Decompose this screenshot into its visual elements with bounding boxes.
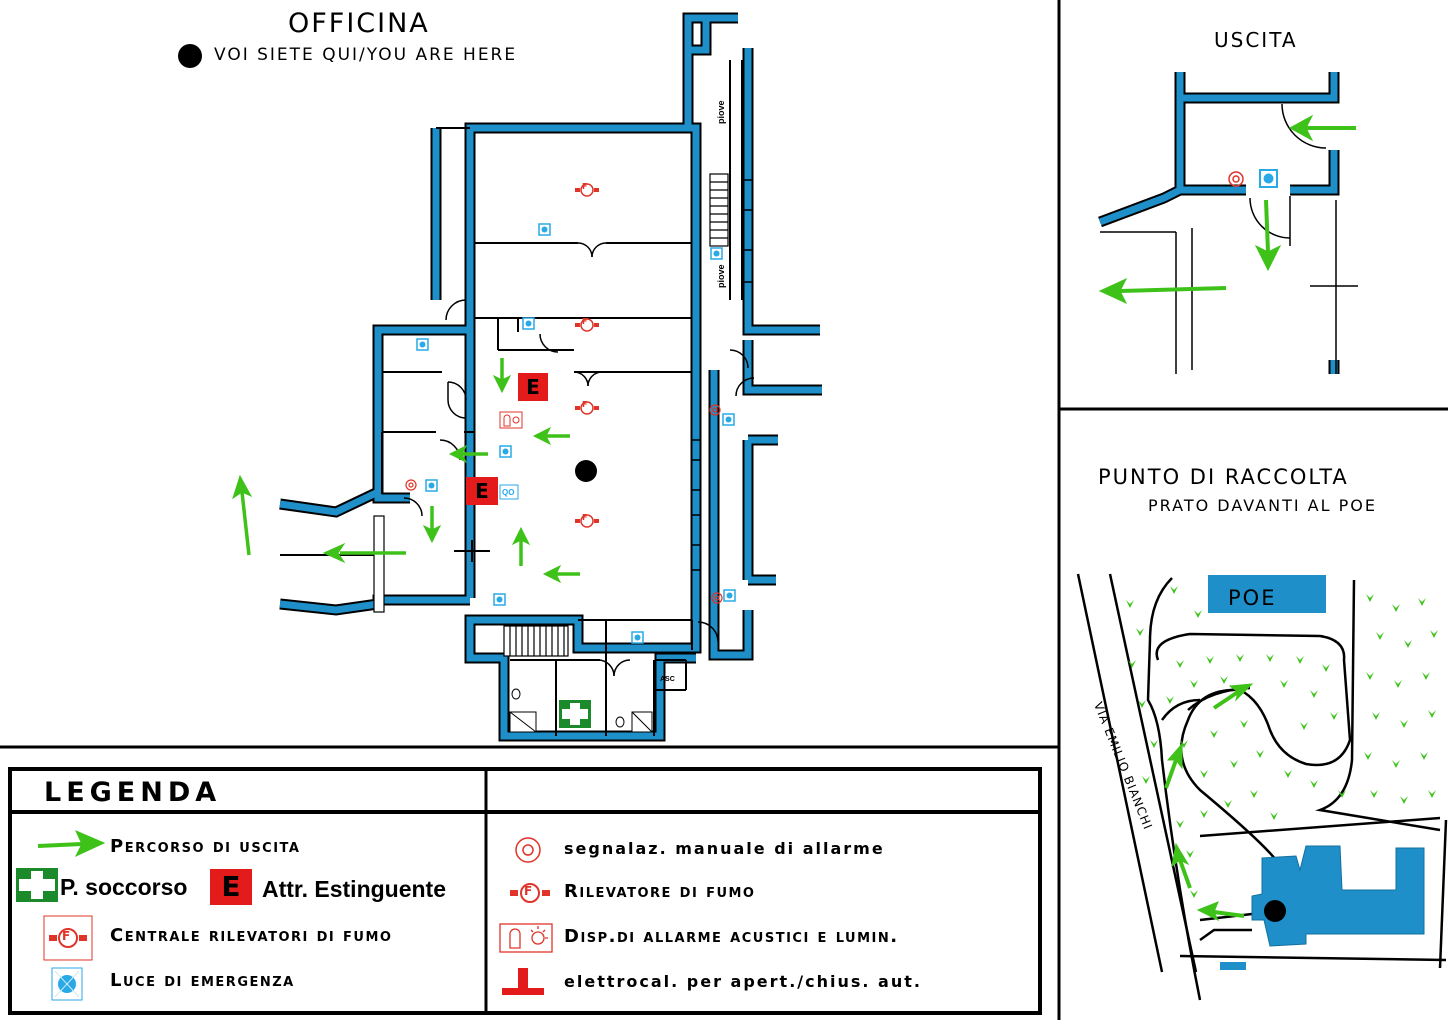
legend-manual-alarm-icon <box>515 837 541 863</box>
you-are-here-label: VOI SIETE QUI/YOU ARE HERE <box>214 45 518 65</box>
legend-emergency-light: Luce di emergenza <box>110 970 295 991</box>
legend-alarm-device-icon <box>499 923 553 953</box>
legend-smoke-detector-f: F <box>524 884 533 898</box>
legend-exit-arrow <box>37 830 106 858</box>
legend-door-magnet-icon <box>502 968 544 995</box>
assembly-point-marker <box>1264 900 1286 922</box>
main-building <box>1251 845 1425 947</box>
legend-exit-path: Percorso di uscita <box>110 836 301 857</box>
piove-label-1: piove <box>716 100 726 124</box>
raccolta-subtitle: PRATO DAVANTI AL POE <box>1148 496 1377 515</box>
elevator-label: ASC <box>660 676 675 683</box>
officina-floor-plan <box>279 12 822 742</box>
legend-manual-alarm: segnalaz. manuale di allarme <box>564 839 885 858</box>
qo-panel-icon <box>499 484 519 500</box>
uscita-title: USCITA <box>1214 28 1298 52</box>
grass-area <box>1126 586 1438 898</box>
smoke-detector-f-1: F <box>582 182 588 191</box>
legend-extinguisher: Attr. Estinguente <box>262 876 447 902</box>
legend-smoke-central: Centrale rilevatori di fumo <box>110 925 393 946</box>
smoke-detector-f-2: F <box>582 317 588 326</box>
legend-emergency-light-icon <box>51 967 83 1001</box>
extinguisher-2-letter: E <box>475 479 489 503</box>
legend-smoke-detector-icon <box>510 883 550 903</box>
qo-panel-label: QO <box>502 488 515 497</box>
extinguisher-1-letter: E <box>526 375 540 399</box>
you-are-here-marker <box>575 460 597 482</box>
raccolta-map <box>1076 573 1448 1001</box>
legend-smoke-central-icon <box>43 915 93 961</box>
alarm-device-icon <box>499 411 523 429</box>
uscita-plan <box>1098 72 1358 374</box>
legend-extinguisher-icon <box>210 869 252 905</box>
officina-manual-alarms <box>405 404 723 604</box>
officina-title: OFFICINA <box>288 8 430 39</box>
officina-exit-arrows <box>232 358 580 584</box>
poe-building <box>1208 575 1326 613</box>
legend-extinguisher-letter: E <box>221 870 241 903</box>
first-aid-icon <box>559 700 591 728</box>
legend-title: LEGENDA <box>44 777 222 808</box>
stairs <box>503 173 729 657</box>
officina-extinguishers <box>466 373 548 505</box>
legend-first-aid-icon <box>16 868 58 902</box>
smoke-detector-f-4: F <box>582 513 588 522</box>
raccolta-title: PUNTO DI RACCOLTA <box>1098 465 1349 489</box>
you-are-here-legend-dot <box>178 44 202 68</box>
legend-smoke-central-f: F <box>62 929 71 943</box>
officina-smoke-detectors <box>575 183 599 528</box>
smoke-detector-f-3: F <box>582 400 588 409</box>
poe-building-label: POE <box>1228 586 1277 610</box>
legend-alarm-devices: Disp.di allarme acustici e lumin. <box>564 926 899 947</box>
legend-first-aid: P. soccorso <box>60 874 188 900</box>
piove-label-2: piove <box>716 264 726 288</box>
legend-box <box>8 767 1042 1015</box>
legend-door-magnet: elettrocal. per apert./chius. aut. <box>564 972 922 991</box>
legend-smoke-detector: Rilevatore di fumo <box>564 881 756 902</box>
